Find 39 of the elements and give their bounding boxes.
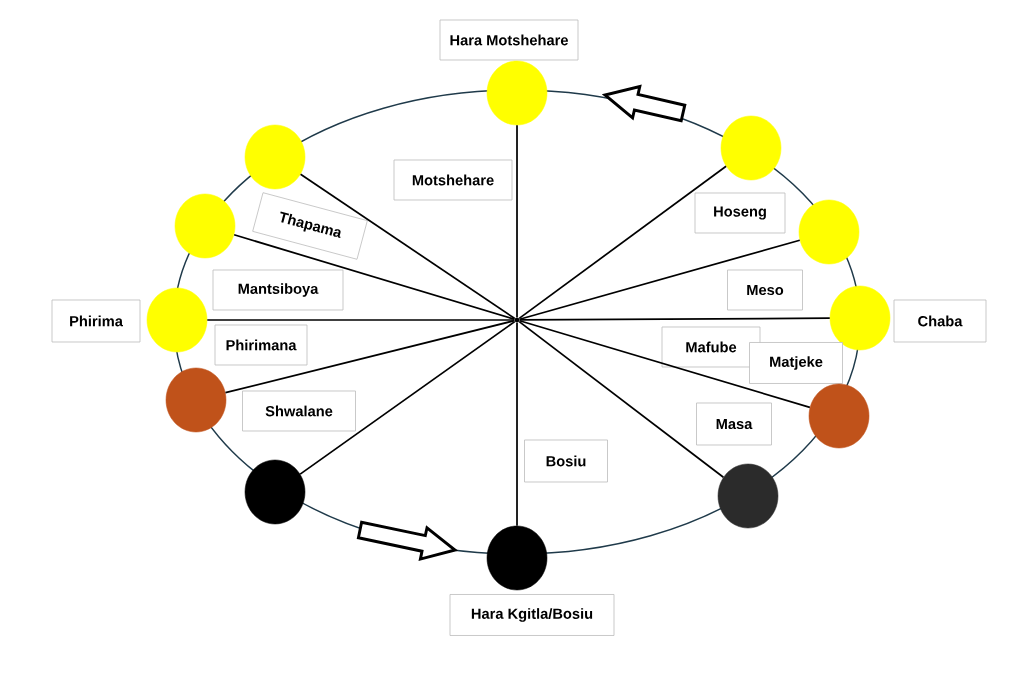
spoke-line <box>516 124 518 319</box>
spoke-line <box>233 233 516 321</box>
filled-circle <box>244 459 306 525</box>
spoke-line <box>518 319 811 409</box>
spoke-line <box>299 320 516 475</box>
filled-circle <box>720 115 782 181</box>
label-box: Hara Motshehare <box>439 19 579 61</box>
label-box: Hoseng <box>694 192 786 234</box>
spoke-line <box>516 321 518 527</box>
filled-circle <box>244 124 306 190</box>
filled-circle <box>486 525 548 591</box>
label-box: Shwalane <box>242 390 356 432</box>
spoke-line <box>518 317 831 321</box>
spoke-line <box>299 173 516 320</box>
filled-circle <box>174 193 236 259</box>
filled-circle <box>146 287 208 353</box>
spoke-line <box>518 165 727 320</box>
label-box: Chaba <box>893 299 987 343</box>
filled-circle <box>165 367 227 433</box>
label-box: Masa <box>696 402 772 446</box>
label-box: Mafube <box>661 326 761 368</box>
label-box: Mantsiboya <box>212 269 344 311</box>
label-box: Phirimana <box>214 324 308 366</box>
label-box: Meso <box>727 269 803 311</box>
label-box: Bosiu <box>524 439 608 483</box>
center-point <box>514 317 520 323</box>
label-box: Matjeke <box>749 342 843 384</box>
filled-circle <box>808 383 870 449</box>
filled-circle <box>486 60 548 126</box>
spoke-line <box>518 239 801 321</box>
label-box: Hara Kgitla/Bosiu <box>449 594 615 636</box>
filled-circle <box>798 199 860 265</box>
filled-circle <box>829 285 891 351</box>
spoke-line <box>224 319 516 394</box>
filled-circle <box>717 463 779 529</box>
spoke-line <box>206 319 516 321</box>
label-box: Motshehare <box>393 159 513 201</box>
spoke-line <box>518 320 725 479</box>
label-box: Phirima <box>51 299 141 343</box>
